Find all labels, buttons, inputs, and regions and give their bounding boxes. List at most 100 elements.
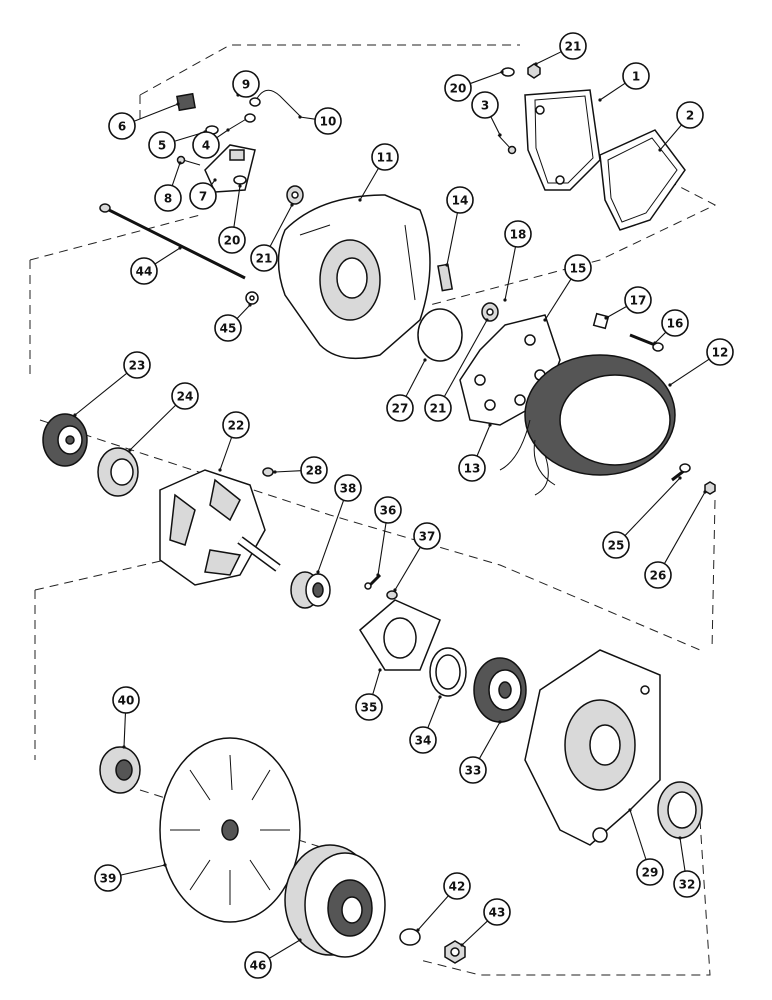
- callout-number: 9: [242, 78, 250, 92]
- callout-circle: [424, 394, 452, 422]
- leader-tip-c3: [498, 133, 502, 137]
- part-6-insulator: [176, 92, 196, 112]
- leader-line-c38: [317, 500, 345, 573]
- leader-line-c27: [405, 359, 426, 397]
- leader-tip-c34: [438, 695, 442, 699]
- leader-line-c42: [417, 895, 449, 931]
- callout-circle: [443, 872, 471, 900]
- callout-number: 21: [256, 252, 273, 266]
- callout-c7: 7: [189, 182, 217, 210]
- callout-c24: 24: [171, 382, 199, 410]
- leader-tip-c25: [678, 476, 682, 480]
- leader-line-c20b: [233, 185, 241, 228]
- leader-line-c14: [446, 212, 458, 266]
- callout-number: 3: [481, 99, 489, 113]
- callout-c13: 13: [458, 454, 486, 482]
- leader-tip-c20b: [238, 184, 242, 188]
- leader-line-c23: [74, 372, 128, 416]
- leader-line-c1: [599, 82, 626, 101]
- leader-tip-c38: [316, 570, 320, 574]
- part-37-washer: [386, 590, 398, 600]
- callout-number: 27: [392, 402, 409, 416]
- part-44-through-bolt: [99, 203, 246, 280]
- callout-number: 12: [712, 346, 729, 360]
- callout-number: 6: [118, 120, 126, 134]
- callout-c27: 27: [386, 394, 414, 422]
- callout-c16: 16: [661, 309, 689, 337]
- leader-line-c26: [663, 491, 706, 564]
- callout-number: 39: [100, 872, 117, 886]
- leader-tip-c39: [163, 863, 167, 867]
- callout-c14: 14: [446, 186, 474, 214]
- leader-line-c44: [154, 247, 181, 265]
- callout-circle: [300, 456, 328, 484]
- callout-number: 11: [377, 151, 394, 165]
- callout-c44: 44: [130, 257, 158, 285]
- leader-tip-c12: [668, 383, 672, 387]
- callout-circle: [676, 101, 704, 129]
- leader-line-c45: [236, 304, 251, 319]
- leader-tip-c44: [178, 246, 182, 250]
- callout-c3: 3: [471, 91, 499, 119]
- part-14-spring-pin: [437, 263, 454, 292]
- callout-circle: [471, 91, 499, 119]
- leader-tip-c4: [226, 128, 230, 132]
- callout-c45: 45: [214, 314, 242, 342]
- leader-line-c10: [299, 116, 316, 120]
- callout-c10: 10: [314, 107, 342, 135]
- callout-circle: [244, 951, 272, 979]
- part-46-pulley: [284, 844, 386, 958]
- callout-circle: [189, 182, 217, 210]
- leader-tip-c24: [128, 448, 132, 452]
- leader-line-c16: [654, 331, 667, 344]
- callout-number: 16: [667, 317, 684, 331]
- callout-number: 18: [510, 228, 527, 242]
- callout-number: 43: [489, 906, 506, 920]
- leader-line-c33: [478, 721, 501, 759]
- callout-number: 23: [129, 359, 146, 373]
- callout-c22: 22: [222, 411, 250, 439]
- leader-tip-c8: [178, 161, 182, 165]
- leader-tip-c18: [503, 298, 507, 302]
- callout-number: 13: [464, 462, 481, 476]
- callout-number: 26: [650, 569, 667, 583]
- leader-line-c4: [216, 129, 229, 139]
- part-20-washer-top: [501, 67, 515, 77]
- leader-tip-c11: [358, 198, 362, 202]
- callout-circle: [444, 74, 472, 102]
- callout-circle: [504, 220, 532, 248]
- callout-number: 33: [465, 764, 482, 778]
- leader-tip-c46: [298, 938, 302, 942]
- callout-circle: [314, 107, 342, 135]
- part-33-front-bearing: [473, 657, 527, 723]
- callout-circle: [636, 858, 664, 886]
- callout-c8: 8: [154, 184, 182, 212]
- leader-tip-c22: [218, 468, 222, 472]
- part-24-bearing: [97, 447, 139, 497]
- callout-circle: [559, 32, 587, 60]
- leader-line-c37: [394, 546, 421, 591]
- callout-c21b: 21: [250, 244, 278, 272]
- leader-line-c20a: [470, 71, 503, 85]
- callout-circle: [644, 561, 672, 589]
- leader-line-c18: [504, 246, 517, 301]
- leader-line-c12: [669, 358, 710, 386]
- callout-number: 15: [570, 262, 587, 276]
- callout-number: 21: [430, 402, 447, 416]
- callout-c38: 38: [334, 474, 362, 502]
- leader-tip-c1: [598, 98, 602, 102]
- callout-circle: [154, 184, 182, 212]
- leader-line-c35: [372, 669, 381, 695]
- callout-c21c: 21: [424, 394, 452, 422]
- leader-tip-c43: [460, 943, 464, 947]
- leader-tip-c13: [488, 423, 492, 427]
- part-28-key: [262, 467, 274, 477]
- callout-circle: [218, 226, 246, 254]
- leader-line-c46: [268, 939, 301, 959]
- leader-line-c17: [605, 305, 627, 319]
- callout-circle: [622, 62, 650, 90]
- callout-number: 34: [415, 734, 432, 748]
- callout-number: 1: [632, 70, 640, 84]
- callout-c4: 4: [192, 131, 220, 159]
- callout-circle: [673, 870, 701, 898]
